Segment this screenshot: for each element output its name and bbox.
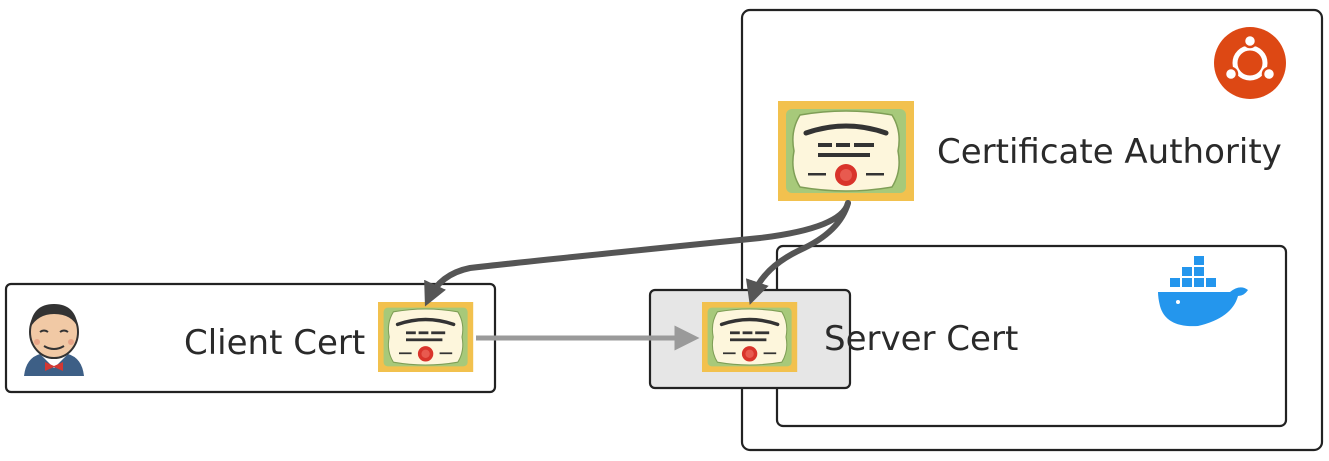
client-cert-label: Client Cert: [184, 323, 365, 363]
ca-label: Certificate Authority: [937, 132, 1282, 172]
host-box: [740, 8, 1324, 452]
certificate-icon: [376, 300, 475, 374]
ubuntu-logo-icon: [1214, 27, 1286, 99]
certificate-icon: [778, 101, 914, 201]
jenkins-butler-icon: [24, 304, 84, 376]
arrow-ca-to-server: [745, 200, 851, 305]
certificate-icon: [700, 300, 799, 374]
server-cert-label: Server Cert: [824, 319, 1018, 359]
arrow-ca-to-client: [424, 200, 851, 307]
docker-whale-icon: [1158, 256, 1248, 327]
